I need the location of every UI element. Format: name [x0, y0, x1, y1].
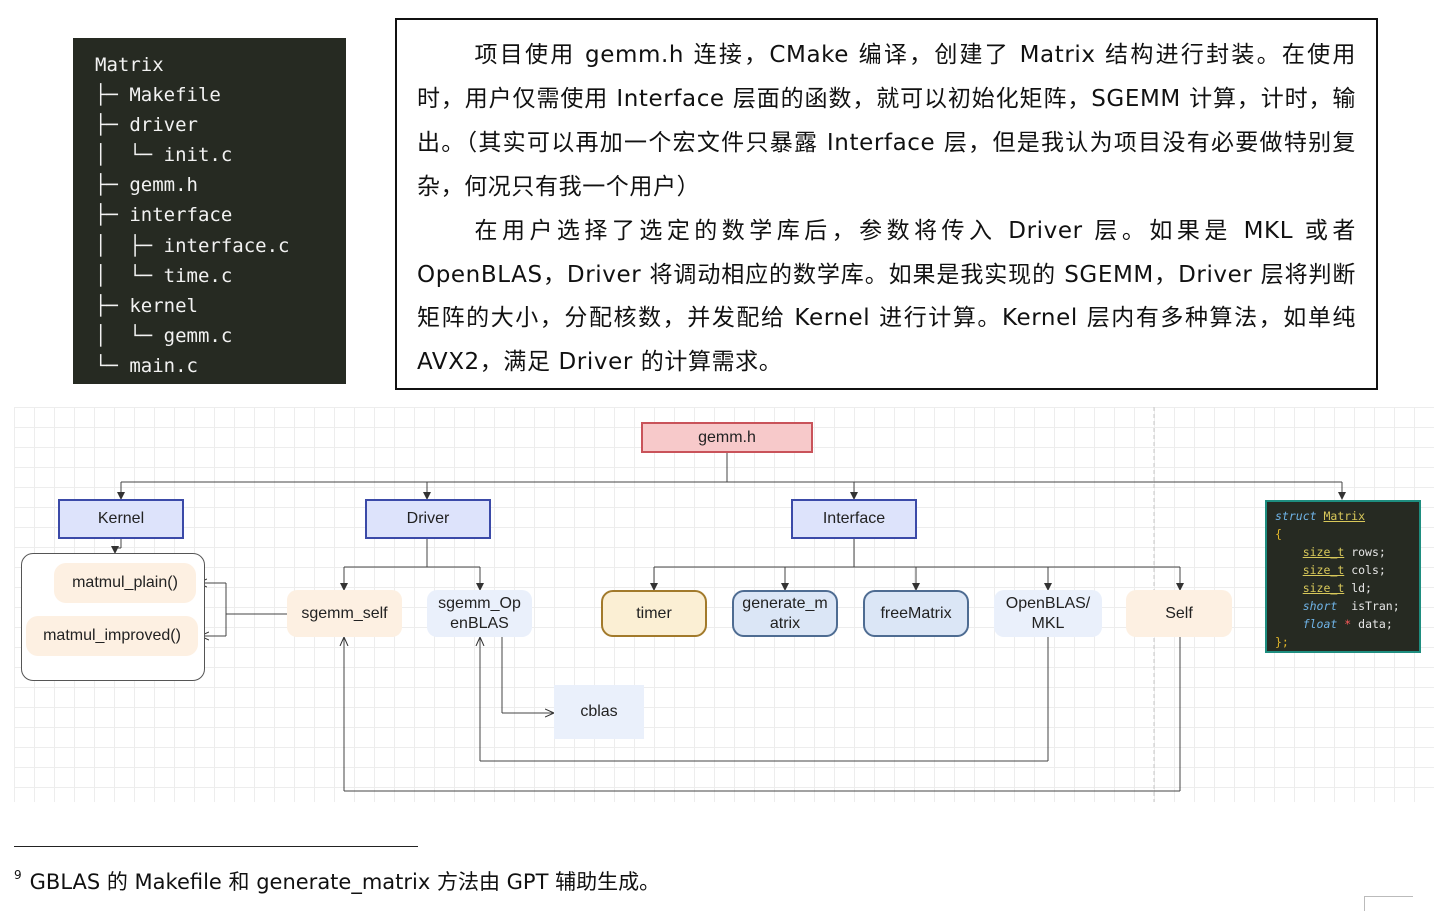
footnote-text: GBLAS 的 Makefile 和 generate_matrix 方法由 G…: [29, 870, 661, 894]
matmul-improved-node: matmul_improved(): [26, 616, 198, 656]
code-field-type: size_t: [1302, 581, 1345, 595]
file-tree: Matrix ├─ Makefile ├─ driver │ └─ init.c…: [73, 38, 346, 384]
kernel-layer-node: Kernel: [58, 499, 184, 539]
tree-line: ├─ gemm.h: [95, 174, 198, 197]
interface-layer-node: Interface: [791, 499, 917, 539]
cblas-label: cblas: [580, 703, 618, 720]
kernel-label: Kernel: [97, 510, 145, 527]
code-field-type: size_t: [1302, 545, 1345, 559]
footnote-separator: [14, 846, 418, 847]
code-field-type: size_t: [1302, 563, 1345, 577]
code-field-name: isTran;: [1351, 599, 1400, 613]
footnote: 9 GBLAS 的 Makefile 和 generate_matrix 方法由 …: [14, 866, 660, 896]
tree-line: ├─ Makefile: [95, 84, 221, 107]
code-brace-close: };: [1275, 635, 1289, 649]
generate-matrix-label: generate_m atrix: [742, 594, 828, 632]
tree-line: │ ├─ interface.c: [95, 234, 290, 257]
tree-line: Matrix: [95, 54, 164, 76]
code-field-name: ld;: [1351, 581, 1372, 595]
sgemm-self-label: sgemm_self: [301, 604, 388, 622]
self-node: Self: [1126, 590, 1232, 637]
timer-node: timer: [601, 590, 707, 637]
code-pointer-star: *: [1344, 617, 1352, 631]
matmul-improved-label: matmul_improved(): [43, 627, 181, 644]
tree-line: │ └─ time.c: [95, 264, 233, 287]
code-brace-open: {: [1275, 527, 1282, 541]
timer-label: timer: [636, 604, 672, 622]
free-matrix-node: freeMatrix: [863, 590, 969, 637]
paragraph-2: 在用户选择了选定的数学库后，参数将传入 Driver 层。如果是 MKL 或者 …: [417, 217, 1356, 376]
code-field-name: rows;: [1351, 545, 1386, 559]
tree-line: ├─ interface: [95, 204, 233, 227]
self-label: Self: [1165, 604, 1193, 622]
tree-line: │ └─ gemm.c: [95, 324, 233, 347]
page-corner-mark: [1364, 896, 1413, 911]
driver-layer-node: Driver: [365, 499, 491, 539]
code-type: Matrix: [1323, 509, 1366, 523]
tree-line: └─ main.c: [95, 354, 198, 377]
architecture-diagram: gemm.h Kernel Driver Interface matmul_pl…: [14, 407, 1434, 802]
struct-matrix-code: struct Matrix { size_t rows; size_t cols…: [1265, 500, 1421, 653]
sgemm-openblas-node: sgemm_Op enBLAS: [427, 590, 532, 637]
tree-line: ├─ kernel: [95, 294, 198, 317]
paragraph-1: 项目使用 gemm.h 连接，CMake 编译，创建了 Matrix 结构进行封…: [417, 42, 1357, 200]
generate-matrix-node: generate_m atrix: [732, 590, 838, 637]
tree-line: │ └─ init.c: [95, 144, 233, 167]
openblas-mkl-node: OpenBLAS/ MKL: [994, 590, 1102, 637]
description-box: 项目使用 gemm.h 连接，CMake 编译，创建了 Matrix 结构进行封…: [395, 18, 1378, 390]
free-matrix-label: freeMatrix: [880, 604, 952, 622]
gemm-h-root-node: gemm.h: [641, 422, 813, 453]
tree-line: ├─ driver: [95, 114, 198, 137]
matmul-plain-label: matmul_plain(): [72, 574, 178, 591]
root-label: gemm.h: [698, 428, 756, 446]
code-field-type: short: [1302, 599, 1338, 613]
cblas-node: cblas: [554, 685, 644, 739]
interface-label: Interface: [822, 510, 886, 527]
driver-label: Driver: [406, 510, 450, 527]
sgemm-self-node: sgemm_self: [287, 590, 402, 637]
code-field-type: float: [1302, 617, 1338, 631]
footnote-number: 9: [14, 868, 22, 882]
diagram-connectors: [111, 407, 1346, 802]
code-keyword: struct: [1275, 509, 1317, 523]
sgemm-openblas-label: sgemm_Op enBLAS: [438, 594, 521, 632]
matmul-plain-node: matmul_plain(): [54, 563, 196, 603]
code-field-name: data;: [1358, 617, 1393, 631]
openblas-mkl-label: OpenBLAS/ MKL: [1005, 594, 1091, 632]
code-field-name: cols;: [1351, 563, 1386, 577]
